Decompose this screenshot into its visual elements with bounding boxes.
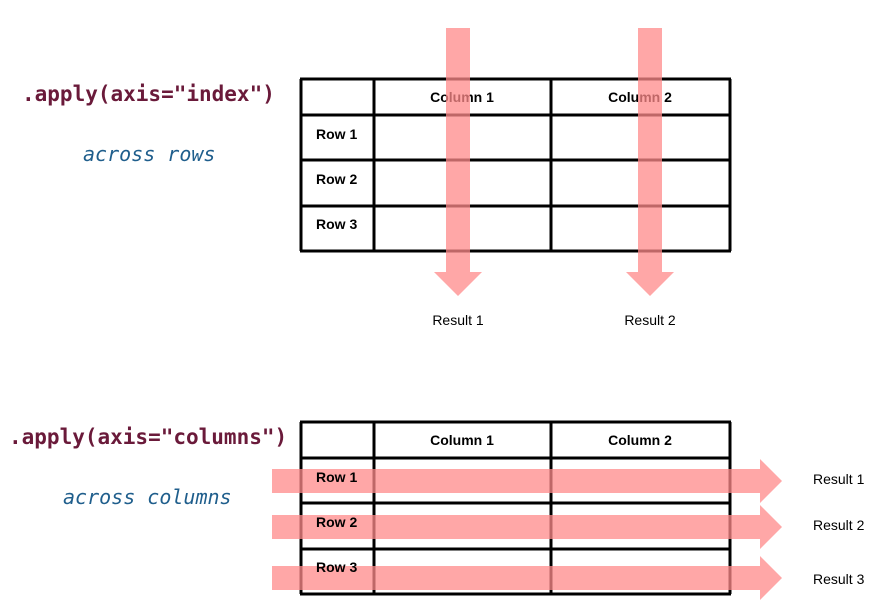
bottom-result-3: Result 3 xyxy=(813,571,865,587)
right-arrow-row-1 xyxy=(272,459,782,503)
bottom-table xyxy=(299,420,732,596)
bottom-column-header-2: Column 2 xyxy=(608,432,672,448)
down-arrow-column-2 xyxy=(626,28,674,296)
top-row-label-3: Row 3 xyxy=(316,216,357,232)
bottom-row-label-1: Row 1 xyxy=(316,469,357,485)
top-row-label-2: Row 2 xyxy=(316,171,357,187)
top-section: .apply(axis="index") across rows Column … xyxy=(22,28,732,328)
bottom-section: .apply(axis="columns") across columns Co… xyxy=(9,420,865,600)
top-result-1: Result 1 xyxy=(432,312,484,328)
bottom-code-label: .apply(axis="columns") xyxy=(9,425,287,449)
bottom-result-2: Result 2 xyxy=(813,517,865,533)
bottom-row-label-3: Row 3 xyxy=(316,559,357,575)
right-arrow-row-2 xyxy=(272,505,782,549)
top-code-label: .apply(axis="index") xyxy=(22,82,275,106)
bottom-description: across columns xyxy=(63,485,232,509)
top-description: across rows xyxy=(83,142,215,166)
bottom-column-header-1: Column 1 xyxy=(430,432,494,448)
right-arrow-row-3 xyxy=(272,556,782,600)
top-row-label-1: Row 1 xyxy=(316,126,357,142)
bottom-row-label-2: Row 2 xyxy=(316,514,357,530)
top-result-2: Result 2 xyxy=(624,312,676,328)
bottom-result-1: Result 1 xyxy=(813,471,865,487)
down-arrow-column-1 xyxy=(434,28,482,296)
